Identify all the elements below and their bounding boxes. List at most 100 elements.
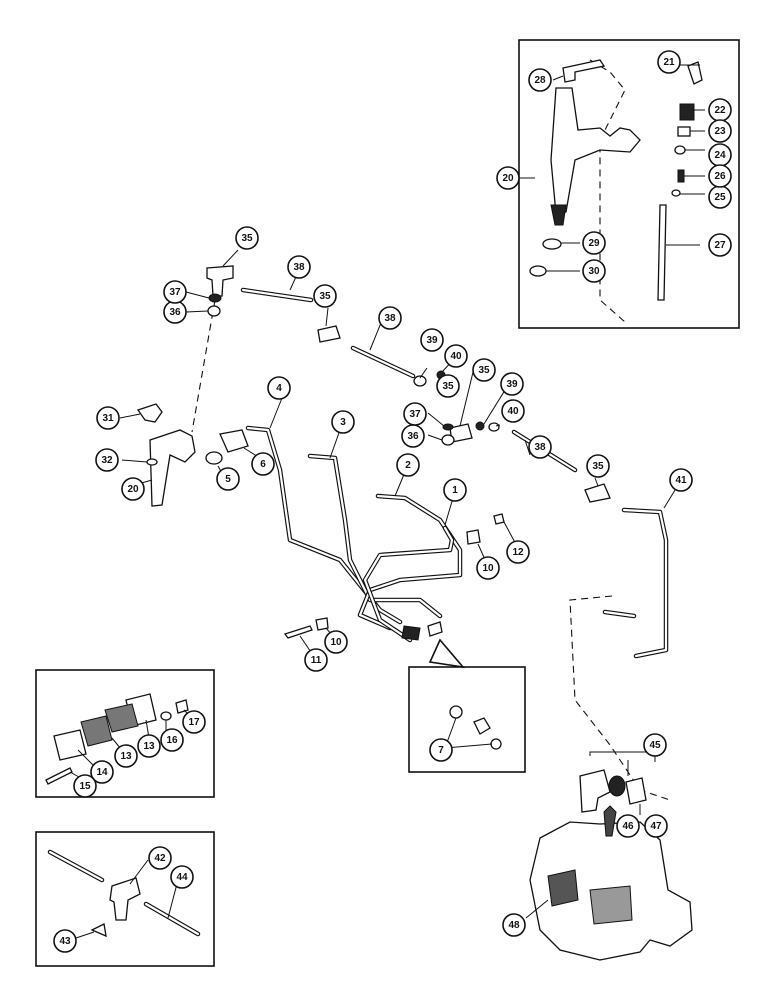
bolt-15: [45, 767, 73, 785]
callout-22: 22: [708, 98, 732, 122]
injector-detail-panel: [518, 39, 740, 329]
callout-circle: [95, 448, 119, 472]
callout-44: 44: [170, 865, 194, 889]
callout-circle: [502, 913, 526, 937]
callout-number: 12: [512, 547, 524, 558]
callout-47: 47: [644, 814, 668, 838]
callout-circle: [582, 231, 606, 255]
callout-circle: [396, 453, 420, 477]
washer-46: [608, 775, 626, 797]
callout-number: 37: [169, 287, 181, 298]
callout-circle: [708, 119, 732, 143]
callout-11: 11: [304, 648, 328, 672]
callout-number: 42: [154, 853, 166, 864]
callout-38: 38: [528, 435, 552, 459]
nut-36-b: [441, 434, 455, 446]
callout-36: 36: [163, 300, 187, 324]
callout-number: 35: [478, 365, 490, 376]
callout-number: 38: [534, 442, 546, 453]
callout-number: 40: [507, 406, 519, 417]
grommet-14-upper: [104, 703, 139, 733]
nut-17: [175, 699, 189, 714]
callout-40: 40: [501, 399, 525, 423]
callout-15: 15: [73, 774, 97, 798]
callout-number: 20: [502, 173, 514, 184]
nut-36-a: [207, 305, 221, 317]
callout-number: 23: [714, 126, 726, 137]
washer-29: [542, 238, 562, 250]
callout-circle: [436, 374, 460, 398]
callout-6: 6: [251, 452, 275, 476]
callout-20: 20: [496, 166, 520, 190]
callout-circle: [669, 468, 693, 492]
callout-35: 35: [586, 454, 610, 478]
callout-27: 27: [708, 233, 732, 257]
callout-number: 48: [508, 920, 520, 931]
callout-circle: [443, 478, 467, 502]
callout-17: 17: [182, 710, 206, 734]
callout-number: 21: [663, 57, 675, 68]
callout-16: 16: [160, 728, 184, 752]
callout-circle: [114, 744, 138, 768]
callout-circle: [53, 929, 77, 953]
nut-12: [493, 513, 505, 525]
injector-body-20: [550, 87, 641, 215]
clamp-detail-panel: [35, 669, 215, 798]
callout-number: 35: [241, 233, 253, 244]
callout-circle: [506, 540, 530, 564]
callout-circle: [121, 477, 145, 501]
callout-40: 40: [444, 344, 468, 368]
nut-detail-panel: [408, 638, 526, 773]
callout-circle: [501, 399, 525, 423]
callout-number: 14: [96, 767, 108, 778]
callout-29: 29: [582, 231, 606, 255]
callout-circle: [182, 710, 206, 734]
callout-number: 3: [340, 417, 346, 428]
callout-number: 36: [169, 307, 181, 318]
callout-number: 24: [714, 150, 726, 161]
callout-labels: 1234567101011121313141516172020212223242…: [53, 50, 732, 953]
seal-30: [529, 265, 547, 277]
callout-3: 3: [331, 410, 355, 434]
rod-27: [657, 204, 667, 301]
nut-47: [625, 777, 647, 805]
elbow-fitting-45: [579, 769, 611, 813]
callout-25: 25: [708, 185, 732, 209]
plate-13-lower: [53, 729, 87, 761]
callout-number: 1: [452, 485, 458, 496]
callout-39: 39: [500, 372, 524, 396]
callout-1: 1: [443, 478, 467, 502]
callout-circle: [708, 164, 732, 188]
callout-number: 37: [409, 409, 421, 420]
callout-number: 35: [442, 381, 454, 392]
callout-number: 15: [79, 781, 91, 792]
callout-38: 38: [287, 255, 311, 279]
callout-circle: [378, 306, 402, 330]
callout-circle: [657, 50, 681, 74]
ring-40-b: [475, 421, 485, 431]
callout-circle: [170, 865, 194, 889]
callout-circle: [429, 738, 453, 762]
callout-26: 26: [708, 164, 732, 188]
washer-32: [146, 458, 158, 466]
callout-number: 38: [293, 262, 305, 273]
callout-circle: [324, 630, 348, 654]
callout-number: 36: [407, 431, 419, 442]
clip-10-b: [315, 617, 329, 631]
tee-42: [109, 877, 141, 921]
callout-circle: [644, 814, 668, 838]
callout-number: 4: [276, 383, 282, 394]
screw-11: [283, 625, 313, 639]
injection-lines: [245, 397, 520, 659]
clip-10-a: [466, 529, 481, 545]
callout-10: 10: [476, 556, 500, 580]
callout-number: 32: [101, 455, 113, 466]
tee-35-b: [317, 325, 341, 343]
callout-circle: [137, 734, 161, 758]
callout-7: 7: [429, 738, 453, 762]
nut-39-a: [413, 375, 427, 387]
nut-23: [677, 126, 691, 137]
callout-circle: [708, 233, 732, 257]
callout-number: 45: [649, 740, 661, 751]
